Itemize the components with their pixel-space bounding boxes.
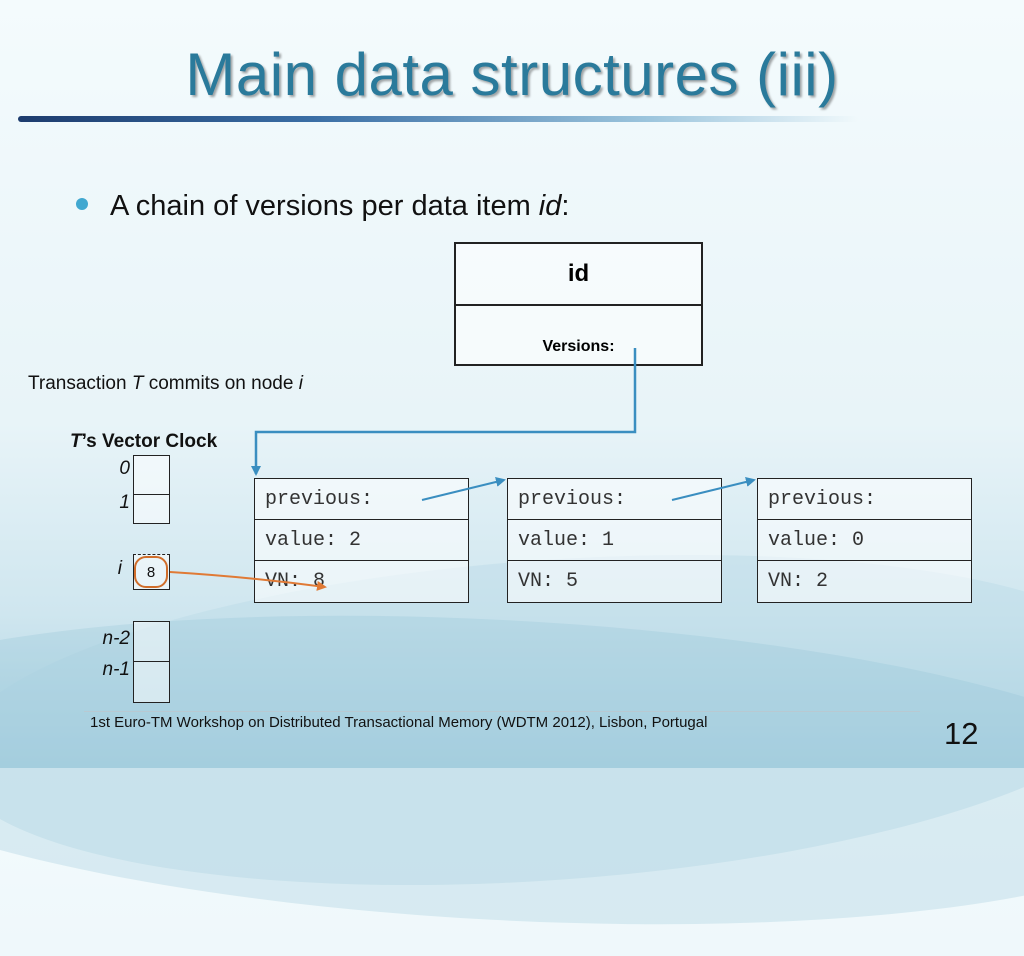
vc-label-1: 1 <box>119 492 130 513</box>
version-value: value: 2 <box>255 520 468 561</box>
version-node-3: previous: value: 0 VN: 2 <box>757 478 972 603</box>
version-value: value: 1 <box>508 520 721 561</box>
version-previous: previous: <box>508 479 721 520</box>
version-vn: VN: 2 <box>768 570 829 593</box>
versions-pointer-arrow <box>251 348 637 476</box>
versions-label: Versions: <box>542 338 615 355</box>
vc-label-n-1: n-1 <box>102 659 130 680</box>
bullet-suffix: : <box>561 190 570 222</box>
version-value: value: 0 <box>758 520 971 561</box>
vc-cell <box>133 661 170 703</box>
vc-label-i: i <box>117 558 122 579</box>
id-table-header: id <box>456 244 701 306</box>
slide-title: Main data structures (iii) <box>185 41 839 108</box>
vc-label-n-2: n-2 <box>102 628 130 649</box>
vc-value-i: 8 <box>134 556 168 588</box>
bullet-text: A chain of versions per data item id: <box>110 190 569 223</box>
id-table: id Versions: <box>454 242 703 366</box>
transaction-note: Transaction T commits on node i <box>28 373 303 395</box>
vc-title-t: T <box>70 431 82 452</box>
previous-pointer-arrow-2 <box>671 477 756 501</box>
footer-divider <box>84 711 920 712</box>
vc-label-0: 0 <box>119 458 130 479</box>
version-vn: VN: 5 <box>518 570 579 593</box>
page-number: 12 <box>944 716 979 751</box>
version-previous: previous: <box>758 479 971 520</box>
txn-t: T <box>131 373 144 394</box>
vc-title-rest: ’s Vector Clock <box>81 431 218 452</box>
version-previous: previous: <box>255 479 468 520</box>
id-table-body: Versions: <box>456 306 701 366</box>
version-vn: VN: 8 <box>265 570 326 593</box>
footer-text: 1st Euro-TM Workshop on Distributed Tran… <box>90 714 708 731</box>
vector-clock-title: T’s Vector Clock <box>70 431 217 453</box>
vector-clock-to-vn-arrow <box>169 571 327 591</box>
version-node-2: previous: value: 1 VN: 5 <box>507 478 722 603</box>
title-underline <box>18 116 858 122</box>
bullet-italic-id: id <box>538 190 562 222</box>
vc-cell <box>133 455 170 495</box>
txn-node: i <box>298 373 303 394</box>
previous-pointer-arrow-1 <box>421 477 506 501</box>
bullet-main-text: A chain of versions per data item <box>110 190 539 222</box>
txn-prefix: Transaction <box>28 373 132 394</box>
diagram-arrows <box>169 348 756 591</box>
txn-middle: commits on node <box>143 373 299 394</box>
vc-cell <box>133 494 170 524</box>
bullet-icon <box>76 198 88 210</box>
